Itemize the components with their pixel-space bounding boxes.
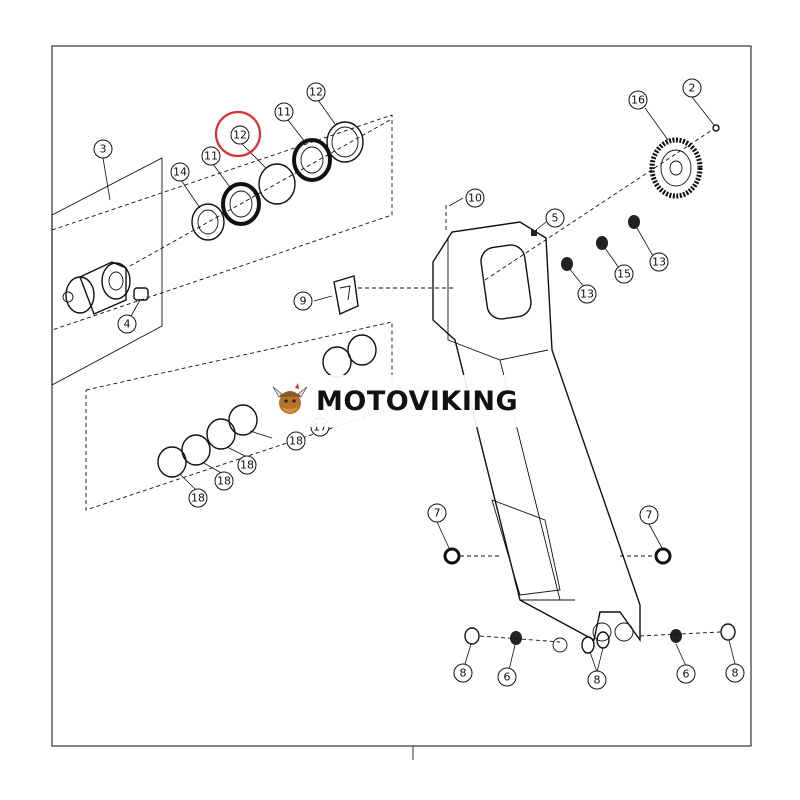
part-8-washer-right [720,623,736,641]
part-10-swingarm [432,205,641,653]
callout-c8b: 8 [587,670,607,690]
part-9-bracket [333,275,359,315]
watermark-text: MOTOVIKING [316,385,519,417]
callout-c18d: 18 [188,488,208,508]
part-4-bolt [129,287,149,319]
part-18-bearing-row [157,334,377,478]
part-3-panel [51,157,163,386]
callout-label: 7 [646,509,653,522]
part-6-nut-left [510,631,522,645]
highlight-circle [214,110,262,158]
callout-c18c: 18 [214,471,234,491]
callout-c8a: 8 [453,663,473,683]
callout-c9: 9 [293,291,313,311]
part-16-gear [649,137,703,199]
callout-label: 12 [233,129,247,142]
callout-c7b: 7 [639,505,659,525]
callout-c10: 10 [465,188,485,208]
watermark: MOTOVIKING [262,375,536,427]
callout-c16: 16 [628,90,648,110]
callout-c18b: 18 [237,455,257,475]
part-7-bushing-left [443,547,461,565]
callout-label: 3 [100,143,107,156]
part-8-washer-left [464,627,480,645]
callout-c7a: 7 [427,503,447,523]
callout-c4: 4 [117,314,137,334]
callout-c18a: 18 [286,431,306,451]
callout-c15: 15 [614,264,634,284]
callout-label: 18 [217,475,231,488]
part-13-nut-upper [628,215,640,229]
callout-c13b: 13 [577,284,597,304]
bearing-assembly-dash-box [51,114,393,331]
part-12-race-upper [326,121,364,163]
callout-label: 18 [289,435,303,448]
callout-label: 9 [300,295,307,308]
callout-c12b: 12 [306,82,326,102]
part-3-housing [62,261,131,315]
callout-label: 11 [277,106,291,119]
callout-label: 18 [240,459,254,472]
callout-c13a: 13 [649,252,669,272]
callout-c3: 3 [93,139,113,159]
part-11-bearing-upper [292,138,332,182]
callout-c6b: 6 [676,664,696,684]
callout-c2: 2 [682,78,702,98]
callout-c11b: 11 [274,102,294,122]
part-2-pin [712,124,720,132]
part-11-bearing [221,182,261,226]
callout-c14: 14 [170,162,190,182]
callout-c11a: 11 [201,146,221,166]
callout-label: 16 [631,94,645,107]
callout-label: 7 [434,507,441,520]
callout-label: 2 [689,82,696,95]
callout-c5: 5 [545,208,565,228]
callout-label: 12 [309,86,323,99]
leader-lines [102,96,736,673]
part-6-nut-right [670,629,682,643]
part-13-nut [561,257,573,271]
callout-label: 13 [580,288,594,301]
callout-label: 8 [732,667,739,680]
diagram-frame [51,45,752,747]
callout-label: 11 [204,150,218,163]
part-7-bushing-right [654,547,672,565]
callout-label: 13 [652,256,666,269]
callout-label: 14 [173,166,187,179]
callout-label: 15 [617,268,631,281]
callout-c12a: 12 [230,125,250,145]
callout-c8c: 8 [725,663,745,683]
callout-label: 5 [552,212,559,225]
part-14-seal [191,203,225,241]
callout-label: 6 [683,668,690,681]
part-8-washer-center [581,636,595,654]
callout-label: 4 [124,318,131,331]
viking-mascot-icon [272,383,308,414]
callout-label: 8 [594,674,601,687]
part-12-race [258,163,296,205]
part-15-nut [596,236,608,250]
callout-c6a: 6 [497,667,517,687]
callout-label: 18 [191,492,205,505]
callout-label: 6 [504,671,511,684]
callout-label: 10 [468,192,482,205]
callout-label: 8 [460,667,467,680]
